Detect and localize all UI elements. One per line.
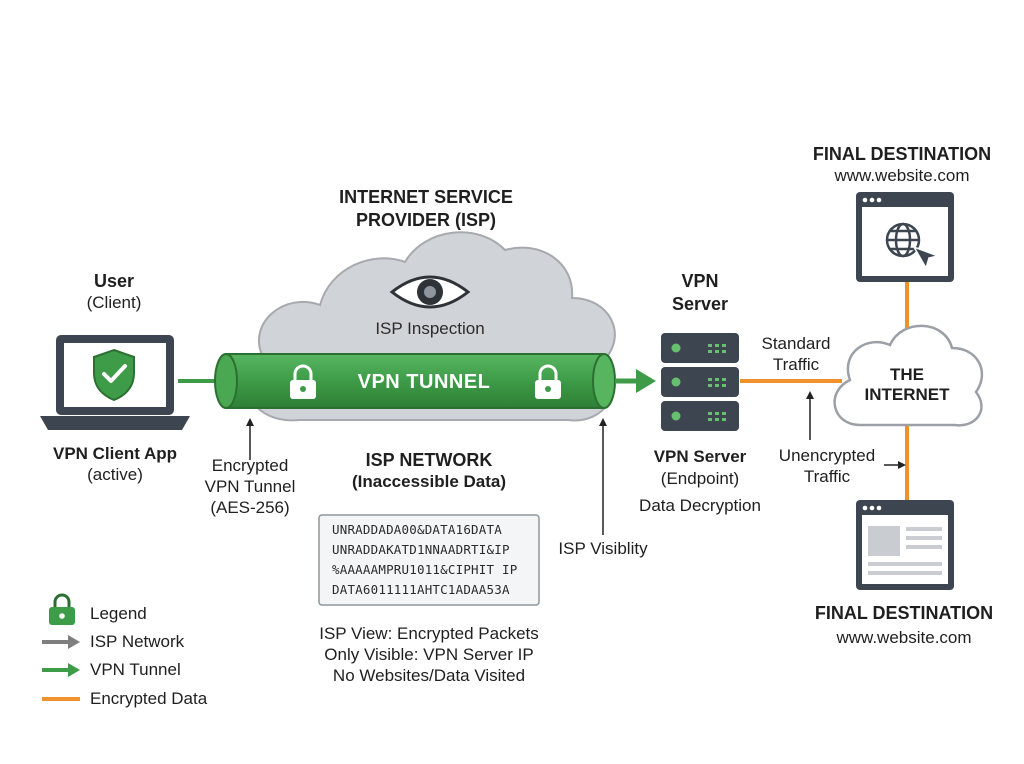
destination-top-title: FINAL DESTINATION bbox=[812, 144, 992, 164]
cursor-icon bbox=[912, 245, 941, 270]
legend-item-encrypted-data: Encrypted Data bbox=[90, 689, 208, 708]
legend-title: Legend bbox=[90, 604, 147, 623]
isp-view-line3: No Websites/Data Visited bbox=[332, 666, 526, 685]
encrypted-data-line: %AAAAAMPRU1011&CIPHIT IP bbox=[332, 562, 518, 577]
standard-traffic-line1: Standard bbox=[761, 334, 831, 353]
legend-isp-arrow bbox=[42, 635, 80, 649]
destination-bottom-url: www.website.com bbox=[836, 628, 972, 647]
eye-icon bbox=[389, 275, 471, 309]
isp-visibility-label: ISP Visiblity bbox=[558, 539, 648, 558]
legend-tunnel-arrow bbox=[42, 663, 80, 677]
vpn-server-title-line2: Server bbox=[671, 294, 729, 314]
vpn-client-app-status: (active) bbox=[87, 465, 143, 484]
vpn-server-label: VPN Server bbox=[653, 447, 747, 466]
isp-inspection-label: ISP Inspection bbox=[375, 319, 485, 338]
encrypted-data-line: UNRADDAKATD1NNAADRTI&IP bbox=[332, 542, 510, 557]
tunnel-annotation-line3: (AES-256) bbox=[210, 498, 290, 517]
isp-view-line1: ISP View: Encrypted Packets bbox=[319, 624, 539, 643]
data-decryption-label: Data Decryption bbox=[639, 496, 761, 515]
legend-item-vpn-tunnel: VPN Tunnel bbox=[90, 660, 181, 679]
encrypted-data-line: DATA6011111AHTC1ADAA53A bbox=[332, 582, 510, 597]
lock-icon-left bbox=[290, 364, 316, 399]
isp-title-line1: INTERNET SERVICE bbox=[339, 187, 513, 207]
vpn-server-icon bbox=[661, 333, 739, 431]
tunnel-annotation-line1: Encrypted bbox=[211, 456, 289, 475]
unencrypted-traffic-line2: Traffic bbox=[803, 467, 851, 486]
isp-network-title: ISP NETWORK bbox=[365, 450, 493, 470]
browser-window-bottom bbox=[856, 500, 954, 590]
standard-traffic-line2: Traffic bbox=[772, 355, 820, 374]
browser-window-top bbox=[856, 192, 954, 282]
internet-cloud bbox=[833, 324, 984, 427]
tunnel-to-server-arrow bbox=[615, 369, 656, 393]
legend-item-isp-network: ISP Network bbox=[90, 632, 185, 651]
legend-lock-icon bbox=[49, 593, 75, 625]
vpn-client-app-label: VPN Client App bbox=[52, 444, 178, 463]
user-subtitle: (Client) bbox=[86, 293, 142, 312]
shield-icon bbox=[93, 348, 135, 402]
unencrypted-traffic-line1: Unencrypted bbox=[778, 446, 876, 465]
isp-network-subtitle: (Inaccessible Data) bbox=[351, 472, 507, 491]
isp-view-line2: Only Visible: VPN Server IP bbox=[324, 645, 534, 664]
tunnel-annotation-line2: VPN Tunnel bbox=[204, 477, 296, 496]
internet-label-line2: INTERNET bbox=[864, 385, 950, 404]
vpn-tunnel-label: VPN TUNNEL bbox=[357, 371, 491, 393]
encrypted-data-box bbox=[318, 514, 540, 606]
internet-label-line1: THE bbox=[890, 365, 924, 384]
globe-icon bbox=[885, 222, 921, 258]
lock-icon-right bbox=[535, 364, 561, 399]
isp-title-line2: PROVIDER (ISP) bbox=[355, 210, 497, 230]
destination-top-url: www.website.com bbox=[834, 166, 970, 185]
vpn-server-title-line1: VPN bbox=[681, 271, 719, 291]
vpn-server-sublabel: (Endpoint) bbox=[660, 469, 740, 488]
encrypted-data-line: UNRADDADA00&DATA16DATA bbox=[332, 522, 502, 537]
user-title: User bbox=[93, 271, 135, 291]
destination-bottom-title: FINAL DESTINATION bbox=[814, 603, 994, 623]
